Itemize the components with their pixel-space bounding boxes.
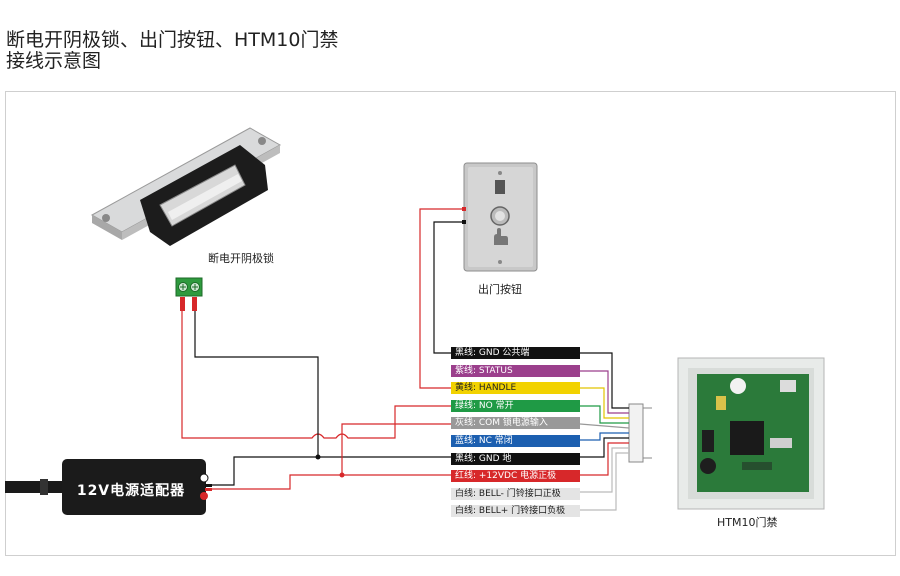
lock-terminal-block bbox=[176, 278, 202, 311]
junction-dot bbox=[316, 455, 321, 460]
wire-adapter-black bbox=[212, 457, 451, 485]
wire-label: 紫线: STATUS bbox=[451, 365, 580, 377]
junction-dot bbox=[340, 473, 345, 478]
wire-label: 黑线: GND 地 bbox=[451, 453, 580, 465]
wire-button-black bbox=[434, 222, 462, 353]
wire-label: 绿线: NO 常开 bbox=[451, 400, 580, 412]
adapter-label: 12V电源适配器 bbox=[62, 480, 200, 500]
wire-lock-red bbox=[182, 311, 451, 438]
exit-button-image bbox=[462, 163, 537, 271]
wire-label: 灰线: COM 锁电源输入 bbox=[451, 417, 580, 429]
wire-label: 红线: +12VDC 电源正极 bbox=[451, 470, 580, 482]
wire-label: 黄线: HANDLE bbox=[451, 382, 580, 394]
lock-label: 断电开阴极锁 bbox=[208, 250, 274, 266]
controller-label: HTM10门禁 bbox=[717, 514, 777, 530]
wire-adapter-red bbox=[212, 475, 451, 489]
wire-label: 黑线: GND 公共端 bbox=[451, 347, 580, 359]
exit-button-label: 出门按钮 bbox=[478, 281, 522, 297]
wire-lock-black bbox=[195, 311, 318, 457]
wire-label: 蓝线: NC 常闭 bbox=[451, 435, 580, 447]
wire-button-red bbox=[420, 209, 462, 388]
htm10-controller-image bbox=[678, 358, 824, 509]
wire-label: 白线: BELL- 门铃接口正极 bbox=[451, 488, 580, 500]
strike-lock-image bbox=[92, 128, 280, 246]
wire-com-feed bbox=[342, 424, 451, 475]
wire-label: 白线: BELL+ 门铃接口负极 bbox=[451, 505, 580, 517]
controller-connector bbox=[629, 404, 652, 462]
